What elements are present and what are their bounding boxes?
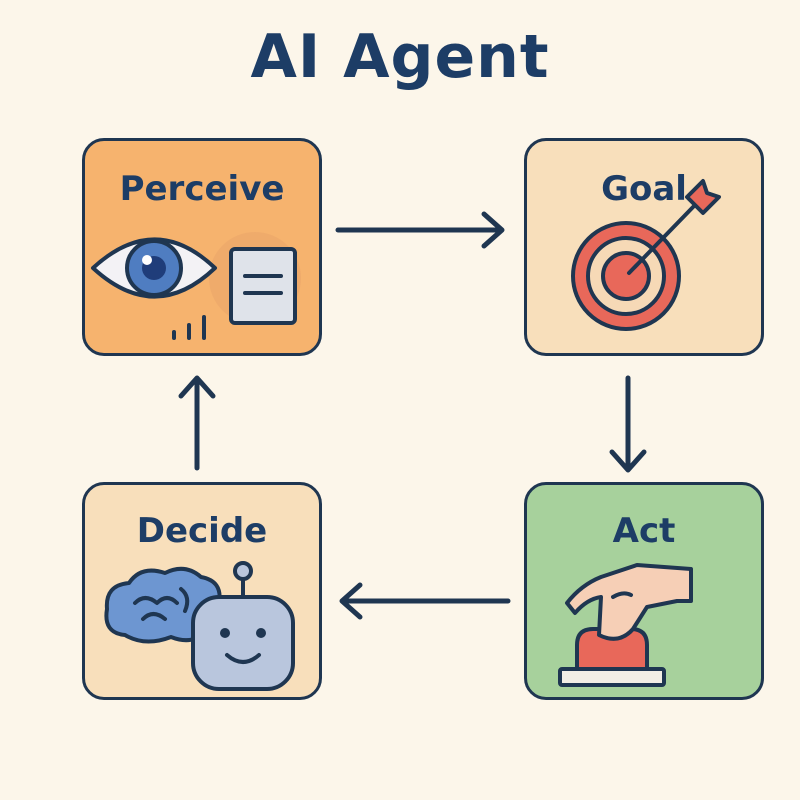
edge-act-decide	[339, 582, 511, 620]
act-illustration	[558, 563, 693, 687]
perceive-illustration	[91, 232, 301, 340]
hand-icon	[565, 563, 693, 641]
node-perceive: Perceive	[82, 138, 322, 356]
node-goal-label: Goal	[601, 169, 687, 209]
edge-goal-act	[609, 375, 647, 473]
edge-decide-perceive	[178, 375, 216, 471]
node-decide-label: Decide	[136, 511, 268, 551]
node-act-label: Act	[612, 511, 676, 551]
arrow-icon	[627, 179, 721, 275]
node-goal: Goal	[524, 138, 764, 356]
diagram-title: AI Agent	[250, 22, 550, 92]
edge-perceive-goal	[335, 211, 505, 249]
document-icon	[229, 247, 297, 325]
decide-illustration	[104, 561, 295, 691]
push-button-icon	[558, 627, 666, 687]
node-perceive-label: Perceive	[119, 169, 285, 209]
robot-icon	[191, 561, 295, 691]
eye-icon	[91, 237, 217, 299]
node-decide: Decide	[82, 482, 322, 700]
node-act: Act	[524, 482, 764, 700]
signal-bars-icon	[172, 315, 206, 340]
goal-illustration	[571, 179, 721, 331]
